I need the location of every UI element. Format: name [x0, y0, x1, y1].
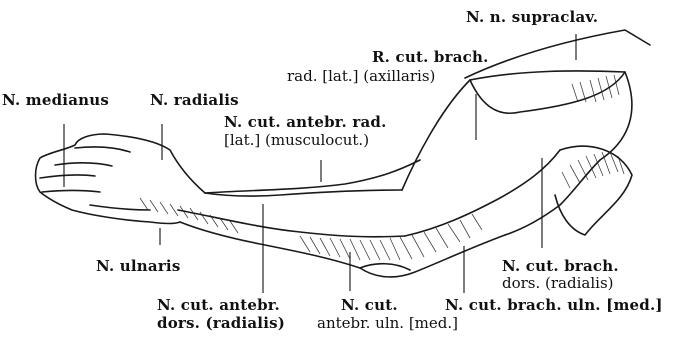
label-antebr-dors-line2: dors. (radialis) [157, 314, 285, 333]
label-antebr-dors-line1: N. cut. antebr. [157, 296, 280, 315]
finger-1 [40, 175, 95, 178]
label-n-ulnaris: N. ulnaris [96, 257, 180, 276]
label-n-supraclav: N. n. supraclav. [466, 8, 598, 27]
label-n-radialis: N. radialis [150, 91, 239, 110]
label-cut-brach-rad-line2: rad. [lat.] (axillaris) [287, 67, 435, 86]
finger-4 [75, 147, 130, 152]
upper-arm-top [402, 80, 470, 190]
boundary-upper [405, 150, 560, 236]
label-cut-brach-rad-line1: R. cut. brach. [372, 48, 489, 67]
elbow-outline [360, 264, 410, 270]
thumb [90, 205, 150, 210]
label-antebr-uln-line2: antebr. uln. [med.] [317, 314, 458, 333]
label-antebr-uln-line1: N. cut. [341, 296, 398, 315]
hatching-triceps [562, 152, 624, 188]
label-brach-uln: N. cut. brach. uln. [med.] [445, 296, 663, 315]
forearm-bottom [180, 222, 505, 277]
label-n-medianus: N. medianus [2, 91, 109, 110]
label-antebr-rad-line2: [lat.] (musculocut.) [224, 131, 369, 150]
hatching-hand [140, 198, 238, 233]
finger-2 [42, 191, 100, 193]
label-brach-dors-line2: dors. (radialis) [502, 274, 614, 293]
label-antebr-rad-line1: N. cut. antebr. rad. [224, 113, 387, 132]
hatching-shoulder [572, 75, 619, 102]
triceps-outline [555, 146, 632, 235]
boundary-arm-mid [205, 160, 420, 193]
